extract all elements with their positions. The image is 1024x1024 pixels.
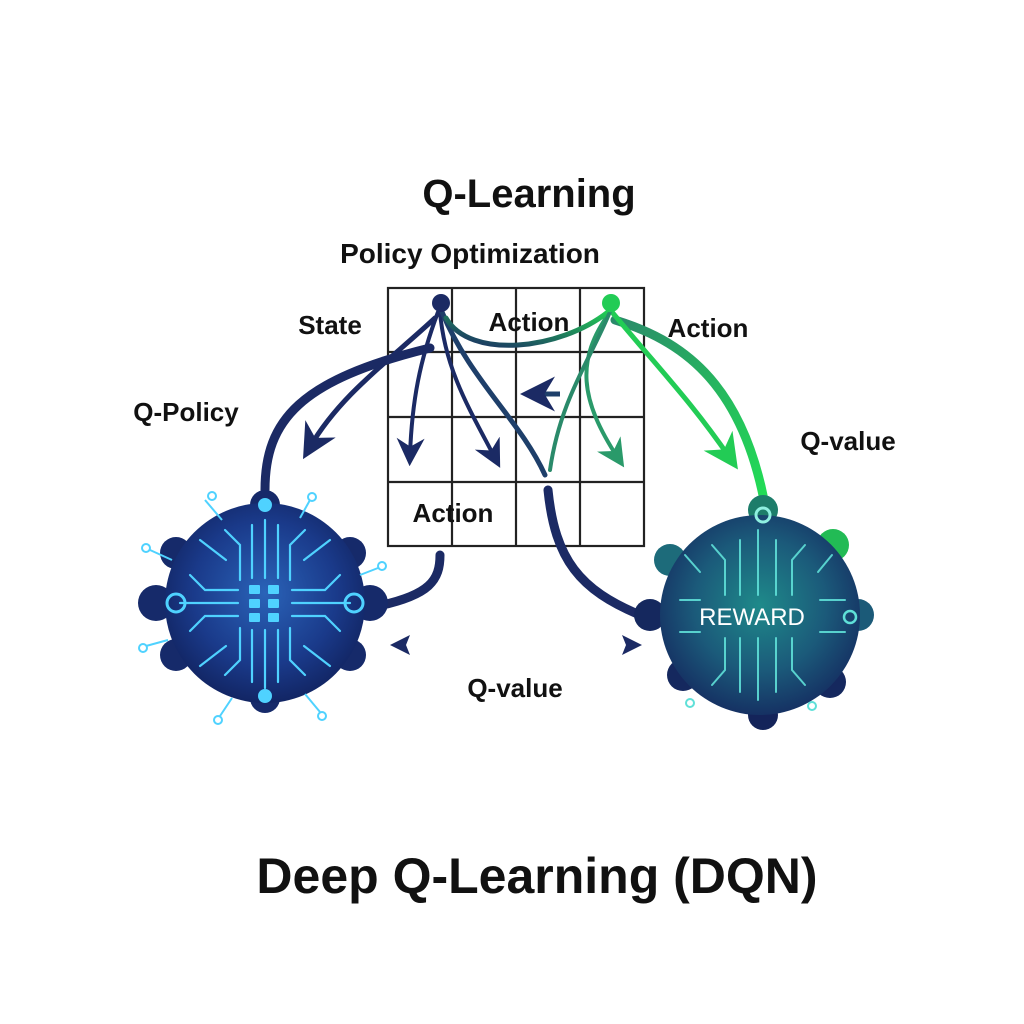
navy-branch-2 <box>438 310 501 468</box>
green-main-arrow <box>610 315 769 505</box>
agent-to-grid-arc <box>373 550 445 611</box>
green-branch-q-value <box>609 309 738 470</box>
diagram-title: Q-Learning <box>422 172 635 216</box>
state-label: State <box>298 310 362 340</box>
diagram-subtitle: Policy Optimization <box>340 238 600 269</box>
navy-branch-1 <box>396 310 440 467</box>
q-policy-arrowhead-branch <box>302 315 438 460</box>
reward-label: REWARD <box>699 604 805 631</box>
q-policy-label: Q-Policy <box>133 397 239 427</box>
state-source-node <box>432 294 450 312</box>
q-policy-arrow <box>260 343 435 495</box>
action-label-grid: Action <box>413 498 494 528</box>
navy-to-reward-arc <box>543 485 645 620</box>
green-flow-arrows <box>443 309 769 505</box>
green-branch-mid <box>443 309 611 348</box>
q-value-label-right: Q-value <box>800 426 895 456</box>
navy-flow-arrows <box>260 309 645 620</box>
neural-chip-icon <box>138 490 388 725</box>
action-label-grid-top: Action <box>489 307 570 337</box>
footer-title: Deep Q-Learning (DQN) <box>256 848 817 904</box>
q-value-label-bottom: Q-value <box>467 673 562 703</box>
reward-node: REWARD <box>634 495 874 730</box>
circuit-node-icon <box>634 495 874 730</box>
green-branch-inner <box>584 310 625 468</box>
navy-branch-3 <box>439 309 548 478</box>
green-branch-down <box>548 312 611 472</box>
action-label-right: Action <box>668 313 749 343</box>
action-source-node <box>602 294 620 312</box>
q-value-double-arrow <box>390 635 642 655</box>
